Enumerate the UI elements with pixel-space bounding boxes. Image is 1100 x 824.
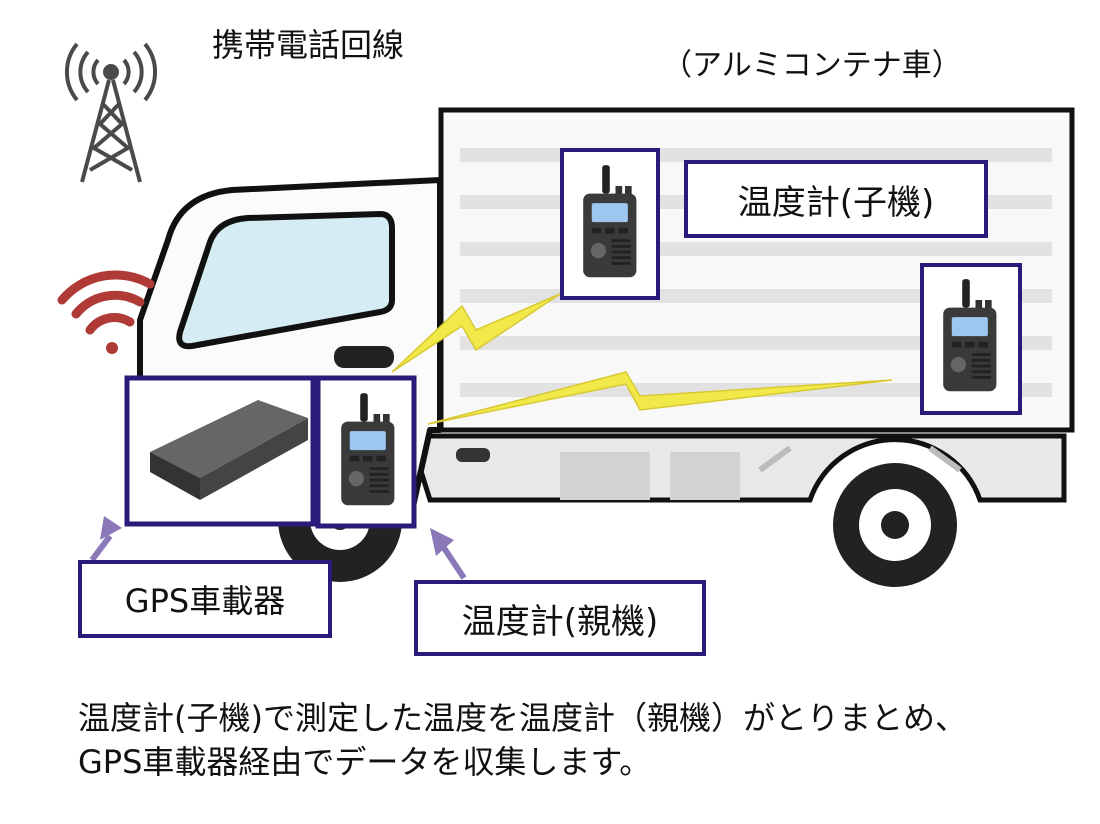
truck-type-label: （アルミコンテナ車） (662, 48, 962, 83)
caption: 温度計(子機)で測定した温度を温度計（親機）がとりまとめ、 GPS車載器経由でデ… (78, 696, 967, 784)
arrow-parent (430, 528, 467, 580)
truck-chassis (406, 433, 1067, 503)
child-sensor-label: 温度計(子機) (684, 160, 988, 238)
rear-wheel (833, 463, 957, 587)
cell-tower-icon (65, 42, 157, 183)
gps-unit-label: GPS車載器 (78, 560, 332, 638)
wifi-signal-icon (57, 270, 155, 354)
parent-sensor-label: 温度計(親機) (414, 580, 706, 656)
arrow-gps (89, 516, 122, 562)
network-title: 携帯電話回線 (212, 26, 405, 64)
gps-device-icon (150, 400, 308, 500)
caption-line-1: 温度計(子機)で測定した温度を温度計（親機）がとりまとめ、 (78, 699, 967, 737)
caption-line-2: GPS車載器経由でデータを収集します。 (78, 743, 652, 781)
